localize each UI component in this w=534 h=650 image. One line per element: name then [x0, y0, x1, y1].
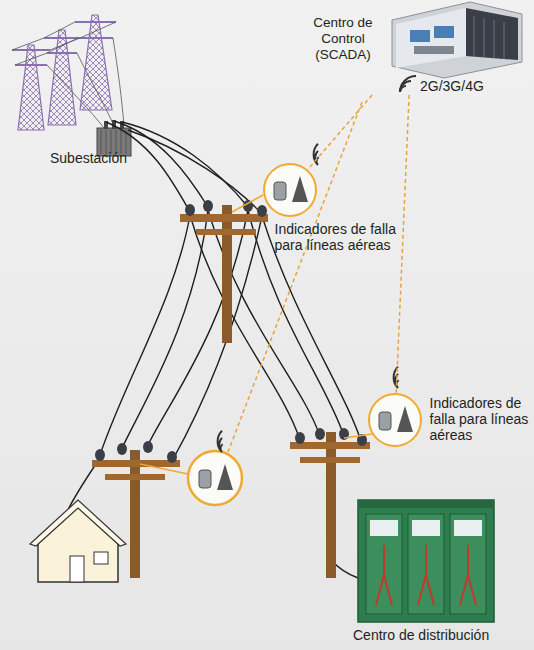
indicator-body — [274, 182, 286, 200]
network-label: 2G/3G/4G — [420, 78, 484, 94]
fault-indicator-icons — [188, 163, 422, 505]
server-racks — [466, 8, 518, 60]
control-center: Centro de Control (SCADA) — [300, 5, 522, 95]
indicator-body — [379, 412, 391, 430]
utility-pole — [180, 200, 268, 343]
pole-shaft — [222, 205, 232, 343]
tower-wires — [12, 22, 116, 65]
house-door — [70, 556, 84, 582]
pole-shaft — [130, 450, 140, 578]
insulators — [185, 200, 267, 217]
house-window — [94, 552, 108, 564]
indicator-circle — [188, 451, 242, 505]
distribution-cabinet — [358, 500, 494, 622]
rack-lines — [474, 16, 504, 59]
cabinet-body — [358, 500, 494, 622]
lattice-tower — [80, 15, 112, 110]
node-label: Indicadores de falla para líneas aéreas — [430, 395, 530, 443]
monitor — [410, 30, 430, 42]
signal-connector — [308, 95, 372, 170]
room-wall — [396, 8, 466, 68]
room-shell — [392, 2, 522, 78]
insulators — [95, 441, 177, 463]
node-label: Centro de Control (SCADA) — [302, 15, 384, 63]
substation-towers — [12, 15, 124, 130]
house-body — [38, 505, 118, 582]
crossarm — [105, 474, 165, 480]
circle-fill — [263, 163, 317, 217]
utility-pole — [92, 441, 180, 578]
wifi-icon — [211, 144, 408, 452]
pole-shaft — [326, 432, 336, 578]
tower-arms — [12, 50, 50, 65]
node-label: Subestación — [50, 150, 150, 166]
lattice-tower — [48, 30, 76, 125]
house — [30, 500, 126, 582]
fault-indicator-circle: Indicadores de falla para líneas aéreas — [263, 163, 317, 217]
node-label: Centro de distribución — [353, 627, 523, 643]
crossarm — [180, 214, 268, 222]
sensor-clamp — [397, 406, 413, 432]
crossarm — [92, 460, 180, 467]
lattice-tower — [18, 45, 44, 130]
node-label: Indicadores de falla para líneas aéreas — [275, 221, 413, 253]
cabinet-top — [358, 500, 494, 508]
cabinet-panels — [366, 514, 486, 614]
wifi-icon — [400, 76, 416, 92]
crossarm — [196, 229, 256, 235]
signal-connector — [396, 95, 409, 393]
power-lines — [64, 121, 362, 578]
cabinet-wires — [376, 545, 476, 605]
sensor-clamp — [217, 464, 233, 490]
fault-indicator-circle: Indicadores de falla para líneas aéreas — [368, 393, 422, 447]
indicator-body — [199, 470, 211, 488]
house-roof — [30, 500, 126, 546]
desk — [414, 46, 454, 54]
distribution-center: Centro de distribución — [355, 500, 505, 648]
control-room — [392, 2, 522, 78]
monitor — [434, 26, 454, 38]
crossarm — [300, 457, 360, 463]
tower-wires — [47, 38, 124, 128]
substation: Subestación — [10, 10, 140, 170]
sensor-clamp — [292, 176, 308, 202]
signal-line — [228, 102, 362, 452]
circle-fill — [368, 393, 422, 447]
